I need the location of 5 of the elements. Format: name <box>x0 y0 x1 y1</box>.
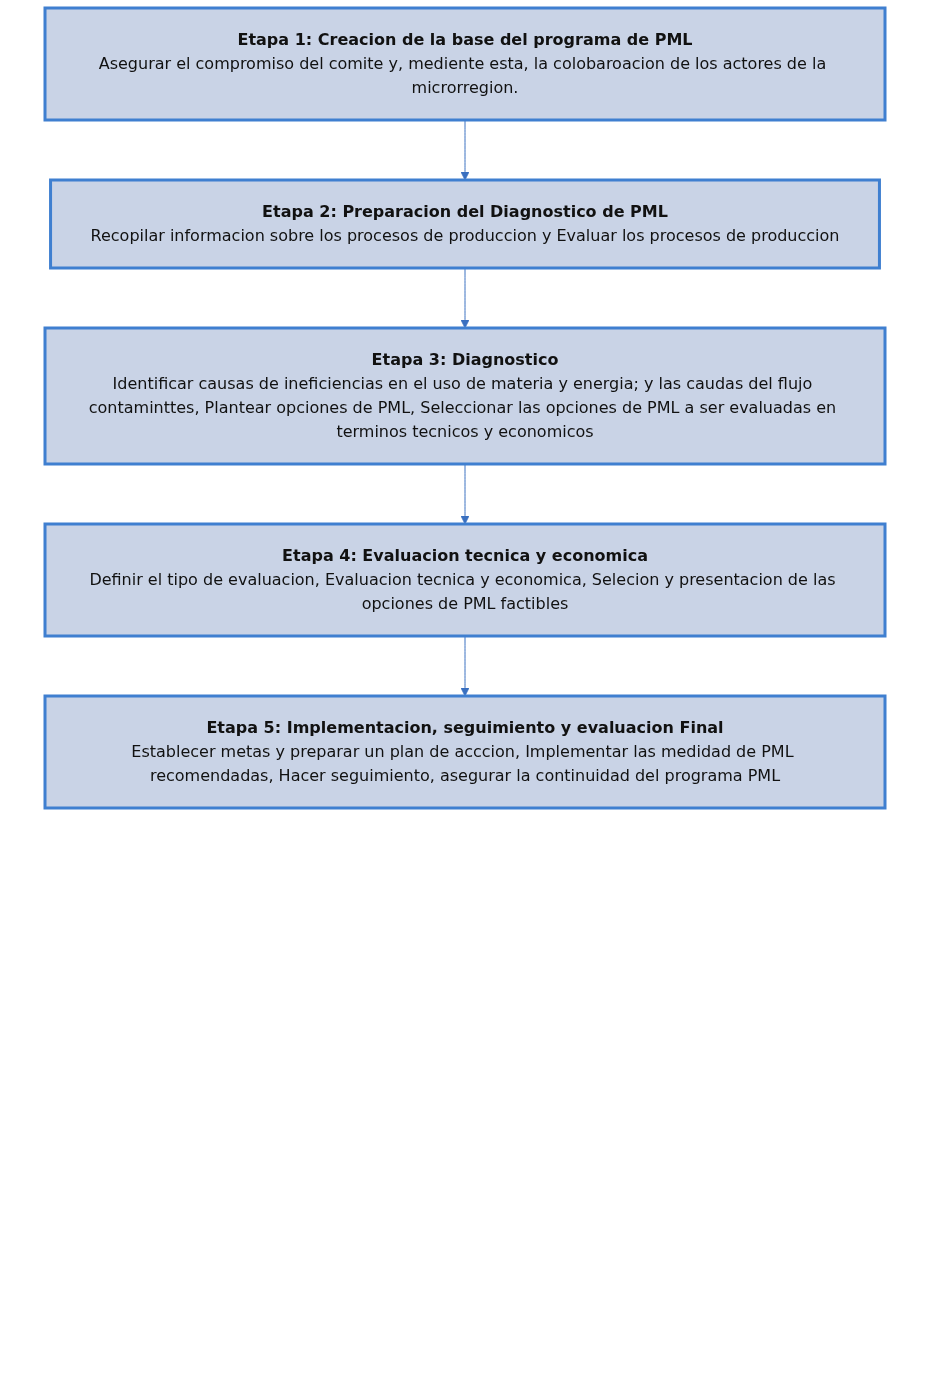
node-box: Etapa 1: Creacion de la base del programa de PML Asegurar el compromiso del comite y, mediente esta, la colobaroacion de los actores de la microrregion. <box>43 6 887 122</box>
node-box: Etapa 5: Implementacion, seguimiento y evaluacion Final Establecer metas y preparar un plan de acccion, Implementar las medidad de PML recomendadas, Hacer seguimiento, asegurar la continuidad del programa PML <box>43 694 887 810</box>
node-box: Etapa 3: Diagnostico Identificar causas de ineficiencias en el uso de materia y energia; y las caudas del flujo contaminttes, Plantear opciones de PML, Seleccionar las opciones de PML a ser evaluadas en terminos tecnicos y economicos <box>43 326 887 466</box>
node-box: Etapa 4: Evaluacion tecnica y economica Definir el tipo de evaluacion, Evaluacion tecnica y economica, Selecion y presentacion de las opciones de PML factibles <box>43 522 887 638</box>
node-box: Etapa 2: Preparacion del Diagnostico de PML Recopilar informacion sobre los procesos de produccion y Evaluar los procesos de produccion <box>49 178 881 270</box>
